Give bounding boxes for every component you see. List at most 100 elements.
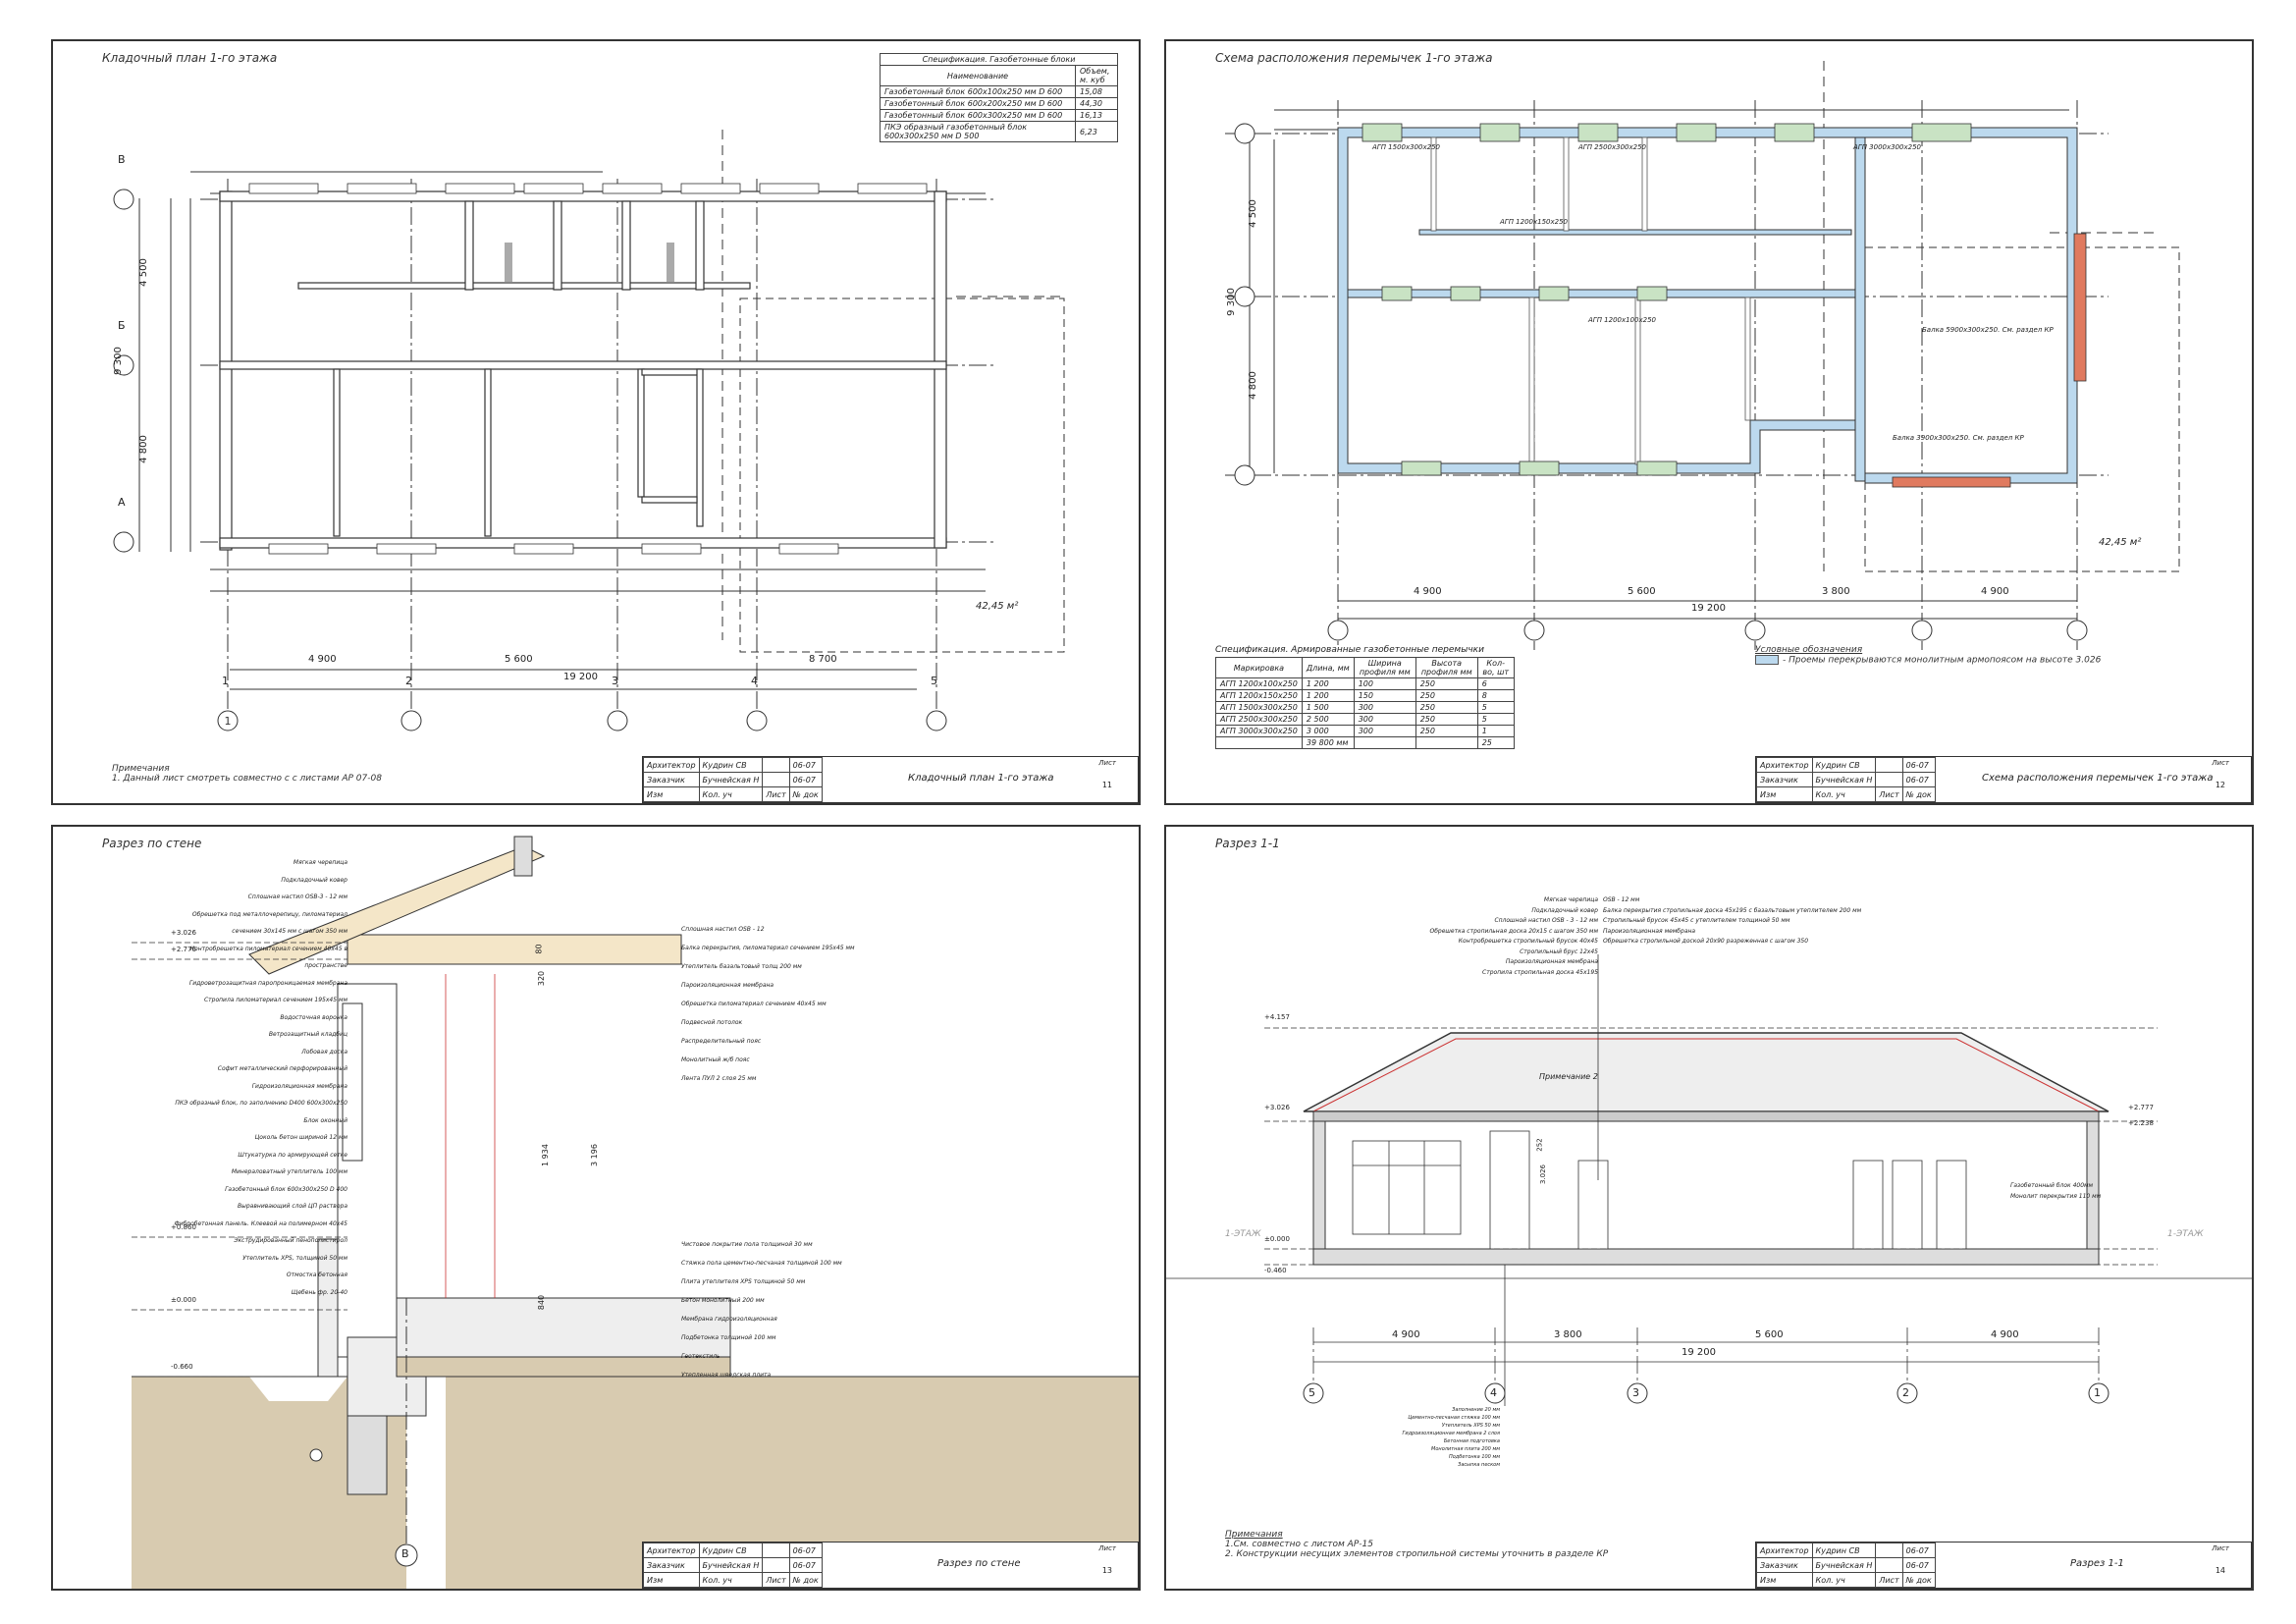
stamp-sheet-label: Лист [2212,1544,2229,1552]
dimension-label: 320 [537,970,547,987]
axis-label: В [118,153,126,166]
dimension-label: 9 300 [112,347,124,375]
level-mark: +3.026 [171,929,196,937]
stamp-sheet-label: Лист [1098,1544,1116,1552]
axis-label: А [118,496,126,509]
spec-col: Объем, м. куб [1075,65,1118,86]
dimension-label: 4 900 [308,654,337,665]
level-mark: ±0.000 [1264,1235,1290,1243]
lintel-label: АГП 2500х300х250 [1578,143,1646,151]
terrace-area: 42,45 м² [2099,537,2142,548]
axis-label: 1 [222,675,229,687]
sheet-wall-section: Разрез по стене В +3.026 +2. [51,825,1141,1591]
axis-label: 5 [931,675,937,687]
level-mark: +0.860 [171,1223,196,1231]
sheet-title-label: Разрез 1-1 [1215,837,1280,850]
level-mark: +4.157 [1264,1013,1290,1021]
stamp-sheet-label: Лист [2212,759,2229,767]
dimension-label: 4 900 [1991,1329,2019,1340]
notes: Примечания 1.См. совместно с листом АР-1… [1225,1530,1609,1559]
dimension-label: 3 800 [1822,586,1850,597]
dimension-label: 4 900 [1981,586,2009,597]
floor-label: 1-ЭТАЖ [2167,1229,2204,1239]
sheet-lintel-plan: Схема расположения перемычек 1-го этажа [1164,39,2254,805]
dimension-label: 8 700 [809,654,837,665]
axis-label: 4 [1490,1386,1497,1399]
axis-label: 2 [405,675,412,687]
dimension-label: 252 [1535,1138,1544,1152]
spec-table-blocks: Спецификация. Газобетонные блоки Наимено… [880,53,1118,142]
level-mark: ±0.000 [171,1296,196,1304]
legend-swatch [1755,655,1779,665]
axis-label: 5 [1308,1386,1315,1399]
dimension-label: 19 200 [1682,1347,1716,1358]
stamp-title: Кладочный план 1-го этажа [908,773,1054,784]
dimension-label: 9 300 [1225,288,1237,316]
beam-label: Балка 5900х300х250. См. раздел КР [1922,326,2054,334]
sheet-section-1-1: Разрез 1-1 [1164,825,2254,1591]
sheet-title-label: Схема расположения перемычек 1-го этажа [1215,51,1493,65]
terrace-area: 42,45 м² [976,601,1019,612]
lintel-label: АГП 1200х100х250 [1588,316,1656,324]
axis-label: 1 [2094,1386,2101,1399]
dimension-label: 4 900 [1414,586,1442,597]
table-row: ПКЭ образный газобетонный блок 600х300х2… [880,121,1118,142]
stamp-sheet-no: 12 [2215,781,2225,789]
stamp-sheet-no: 14 [2215,1566,2225,1575]
dimension-label: 4 500 [1247,199,1258,228]
sheet-title-label: Разрез по стене [102,837,202,850]
dimension-label: 4 800 [137,435,149,463]
lintel-label: АГП 1200х150х250 [1500,218,1568,226]
spec-col: Наименование [880,65,1076,86]
dimension-label: 3 196 [589,1144,599,1166]
axis-label: 4 [751,675,758,687]
axis-label: 2 [1902,1386,1909,1399]
spec-table-lintels: Спецификация. Армированные газобетонные … [1215,645,1515,749]
dimension-label: 4 800 [1247,371,1258,400]
beam-label: Балка 3900х300х250. См. раздел КР [1893,434,2024,442]
dimension-label: 5 600 [505,654,533,665]
axis-1-label: 1 [225,715,232,728]
sheet-title-label: Кладочный план 1-го этажа [102,51,278,65]
dimension-label: 840 [537,1294,547,1311]
lintel-plan-drawing [1225,61,2180,650]
stamp-sheet-no: 11 [1101,781,1112,789]
dimension-label: 19 200 [1691,603,1726,614]
lintel-label: АГП 1500х300х250 [1372,143,1440,151]
level-mark: +3.026 [1264,1104,1290,1111]
stamp-sheet-label: Лист [1098,759,1116,767]
dimension-label: 4 900 [1392,1329,1420,1340]
dimension-label: 4 500 [137,258,149,287]
note-mark: Примечание 2 [1539,1072,1598,1081]
stamp-sheet-no: 13 [1101,1566,1112,1575]
sheet-masonry-plan: Кладочный план 1-го этажа [51,39,1141,805]
axis-label: Б [118,319,126,332]
lintel-label: АГП 3000х300х250 [1853,143,1921,151]
legend: Условные обозначения - Проемы перекрываю… [1755,645,2102,666]
masonry-plan-drawing: 1 [113,130,1065,731]
axis-label: 3 [612,675,618,687]
dimension-label: 5 600 [1628,586,1656,597]
dimension-label: 3 800 [1554,1329,1582,1340]
stamp-title: Разрез 1-1 [2070,1558,2124,1569]
dimension-label: 5 600 [1755,1329,1784,1340]
